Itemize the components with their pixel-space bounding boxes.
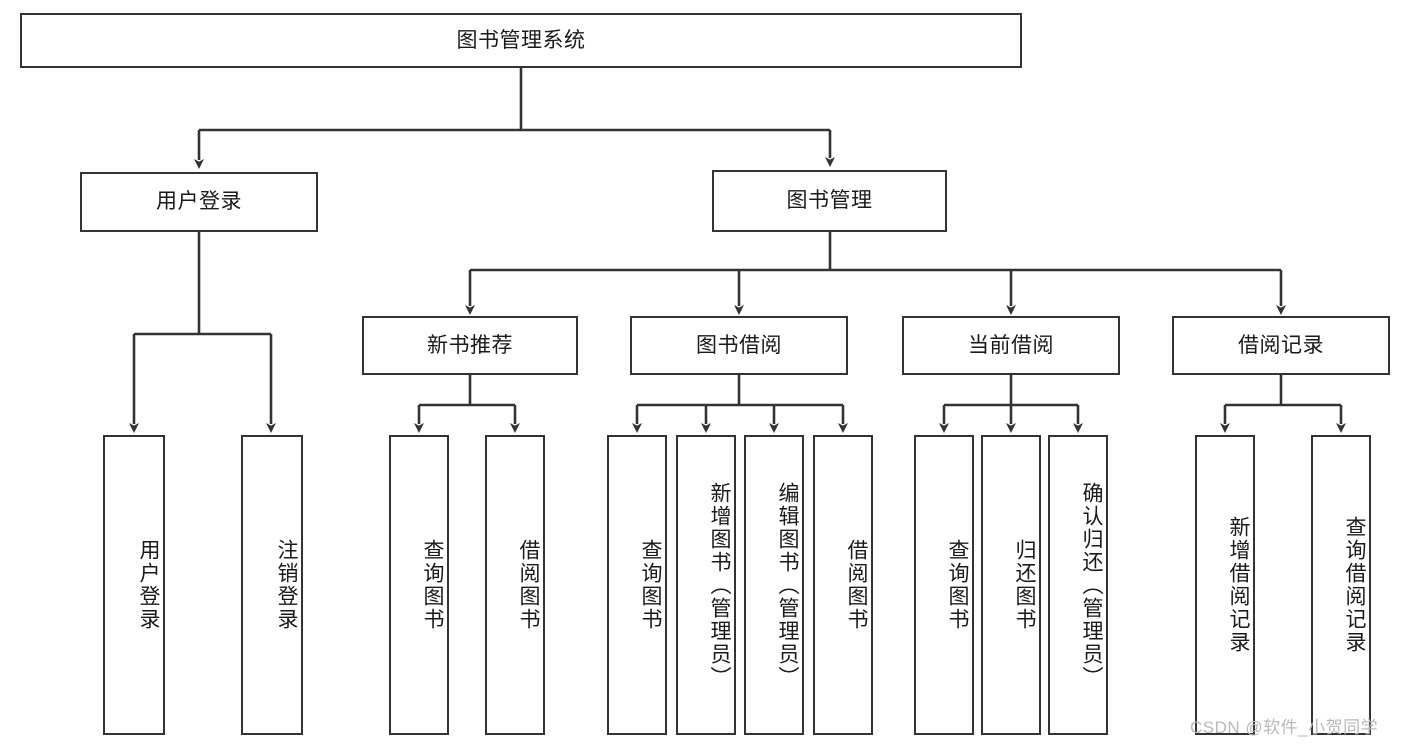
leaf-user-login-1[interactable]: 用户登录 (103, 435, 165, 735)
node-borrow-record-label: 借阅记录 (1238, 333, 1324, 357)
node-book-borrow-label: 图书借阅 (696, 333, 782, 357)
node-current-borrow-label: 当前借阅 (968, 333, 1054, 357)
leaf-borrow-record-1-label: 新增借阅记录 (1227, 516, 1250, 654)
leaf-current-borrow-1[interactable]: 查询图书 (914, 435, 974, 735)
leaf-new-book-1-label: 查询图书 (421, 539, 444, 631)
node-book-borrow[interactable]: 图书借阅 (630, 316, 848, 375)
node-current-borrow[interactable]: 当前借阅 (902, 316, 1120, 375)
leaf-current-borrow-3-label: 确认归还（管理员） (1080, 481, 1103, 689)
leaf-user-login-2-label: 注销登录 (275, 539, 298, 631)
leaf-current-borrow-2-label: 归还图书 (1013, 539, 1036, 631)
leaf-new-book-2-label: 借阅图书 (517, 539, 540, 631)
leaf-user-login-1-label: 用户登录 (137, 539, 160, 631)
leaf-book-borrow-3[interactable]: 编辑图书（管理员） (744, 435, 804, 735)
leaf-book-borrow-2[interactable]: 新增图书（管理员） (676, 435, 736, 735)
leaf-book-borrow-2-label: 新增图书（管理员） (708, 481, 731, 689)
node-new-book-recommend[interactable]: 新书推荐 (362, 316, 578, 375)
node-new-book-recommend-label: 新书推荐 (427, 333, 513, 357)
leaf-borrow-record-1[interactable]: 新增借阅记录 (1195, 435, 1255, 735)
node-user-login[interactable]: 用户登录 (80, 172, 318, 232)
node-root[interactable]: 图书管理系统 (20, 13, 1022, 68)
node-borrow-record[interactable]: 借阅记录 (1172, 316, 1390, 375)
leaf-book-borrow-3-label: 编辑图书（管理员） (776, 481, 799, 689)
leaf-current-borrow-2[interactable]: 归还图书 (981, 435, 1041, 735)
node-root-label: 图书管理系统 (456, 28, 586, 52)
node-book-manage-label: 图书管理 (786, 189, 873, 213)
csdn-watermark: CSDN @软件_小贺同学 (1190, 718, 1379, 737)
leaf-book-borrow-1-label: 查询图书 (639, 539, 662, 631)
leaf-new-book-2[interactable]: 借阅图书 (485, 435, 545, 735)
leaf-new-book-1[interactable]: 查询图书 (389, 435, 449, 735)
leaf-book-borrow-1[interactable]: 查询图书 (607, 435, 667, 735)
node-user-login-label: 用户登录 (156, 190, 242, 214)
leaf-book-borrow-4[interactable]: 借阅图书 (813, 435, 873, 735)
leaf-current-borrow-3[interactable]: 确认归还（管理员） (1048, 435, 1108, 735)
leaf-user-login-2[interactable]: 注销登录 (241, 435, 303, 735)
leaf-borrow-record-2[interactable]: 查询借阅记录 (1311, 435, 1371, 735)
leaf-borrow-record-2-label: 查询借阅记录 (1343, 516, 1366, 654)
leaf-book-borrow-4-label: 借阅图书 (845, 539, 868, 631)
node-book-manage[interactable]: 图书管理 (712, 170, 947, 232)
leaf-current-borrow-1-label: 查询图书 (946, 539, 969, 631)
